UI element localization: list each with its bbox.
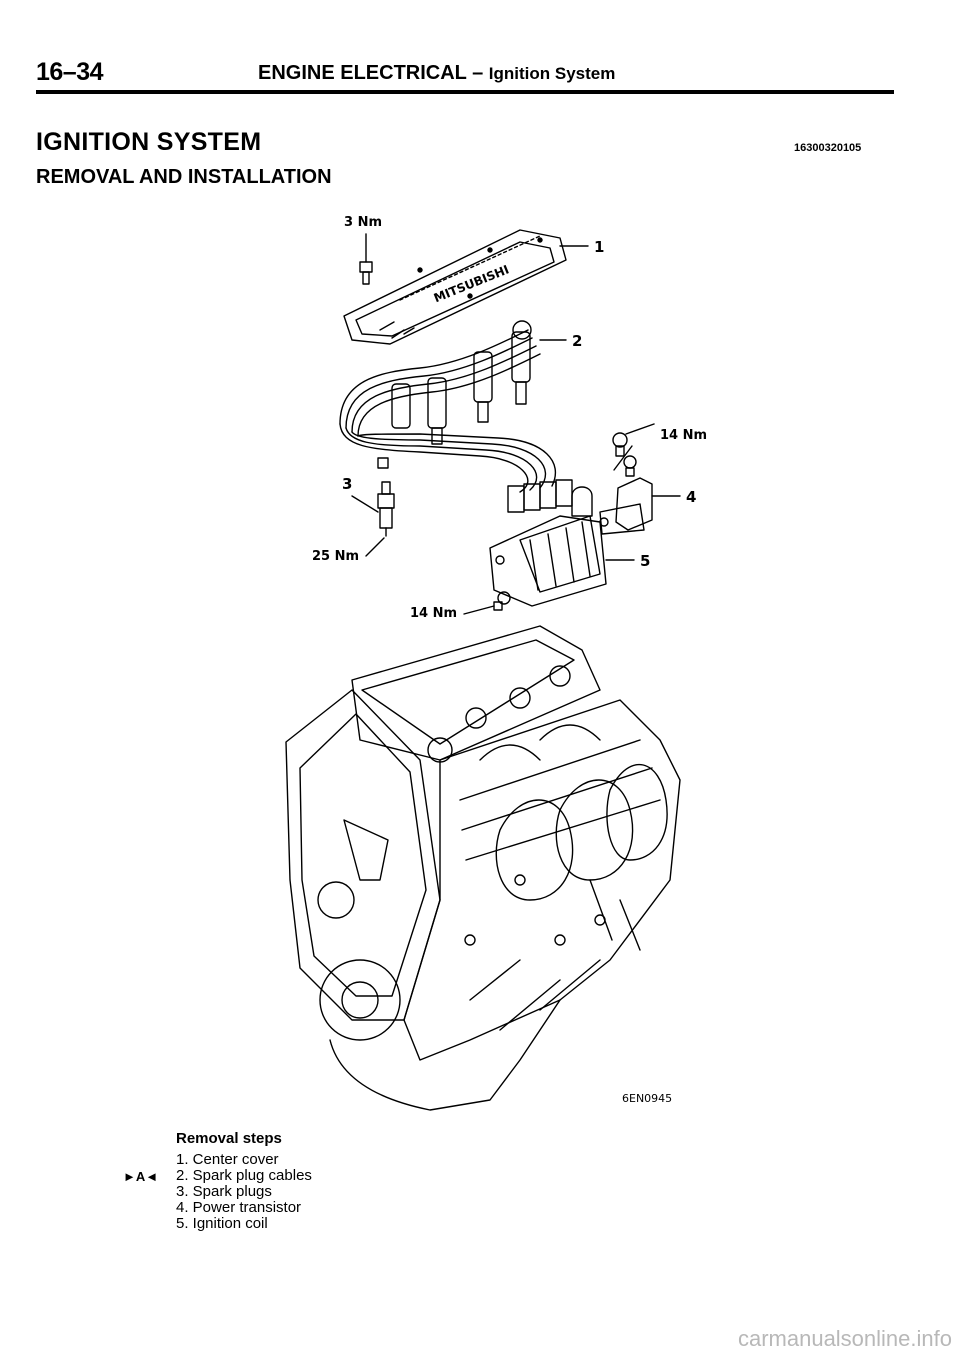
page-subtitle: REMOVAL AND INSTALLATION	[36, 166, 332, 188]
header-rule	[36, 90, 894, 94]
removal-step: 3. Spark plugs	[176, 1183, 272, 1200]
torque-label-3nm: 3 Nm	[344, 215, 382, 230]
torque-14-leader-bottom	[463, 605, 495, 615]
torque-label-14nm-bottom: 14 Nm	[410, 606, 458, 621]
torque-14-leader-right-b	[613, 445, 633, 471]
callout-2: 2	[572, 332, 583, 350]
page-number: 16–34	[36, 58, 104, 86]
procedure-marker: ►A◄	[123, 1169, 159, 1184]
spark-plug-cables-part	[339, 320, 573, 513]
cover-bolt-icon	[359, 233, 373, 285]
torque-label-25nm: 25 Nm	[312, 549, 360, 564]
torque-25-leader	[365, 537, 385, 557]
callout-3: 3	[342, 475, 353, 493]
torque-14-leader-right	[625, 423, 655, 435]
ignition-coil-part	[489, 486, 607, 607]
callout-1: 1	[594, 238, 605, 256]
removal-step: 4. Power transistor	[176, 1199, 302, 1216]
engine-block-drawing	[285, 625, 681, 1111]
removal-step: 5. Ignition coil	[176, 1215, 268, 1232]
document-code: 16300320105	[794, 142, 862, 154]
callout-5: 5	[640, 552, 651, 570]
figure-code: 6EN0945	[622, 1092, 673, 1105]
section-name: ENGINE ELECTRICAL	[258, 62, 467, 84]
spark-plug-part	[377, 481, 395, 537]
removal-steps-list: 1. Center cover 2. Spark plug cables 3. …	[176, 1152, 312, 1232]
coil-bolt-icon	[493, 591, 511, 611]
section-separator: –	[472, 62, 484, 84]
removal-step: 1. Center cover	[176, 1151, 279, 1168]
callout-3-leader	[351, 495, 379, 513]
callout-4: 4	[686, 488, 697, 506]
subsection-name: Ignition System	[488, 64, 616, 83]
center-cover-part: MITSUBISHI	[343, 229, 567, 345]
section-title: ENGINE ELECTRICAL – Ignition System	[258, 62, 615, 85]
removal-steps-heading: Removal steps	[176, 1130, 282, 1147]
removal-step: 2. Spark plug cables	[176, 1167, 312, 1184]
power-transistor-part	[599, 432, 653, 535]
watermark: carmanualsonline.info	[737, 1326, 952, 1351]
svg-text:MITSUBISHI: MITSUBISHI	[432, 262, 511, 305]
torque-label-14nm-right: 14 Nm	[660, 428, 708, 443]
page-title: IGNITION SYSTEM	[36, 128, 262, 156]
